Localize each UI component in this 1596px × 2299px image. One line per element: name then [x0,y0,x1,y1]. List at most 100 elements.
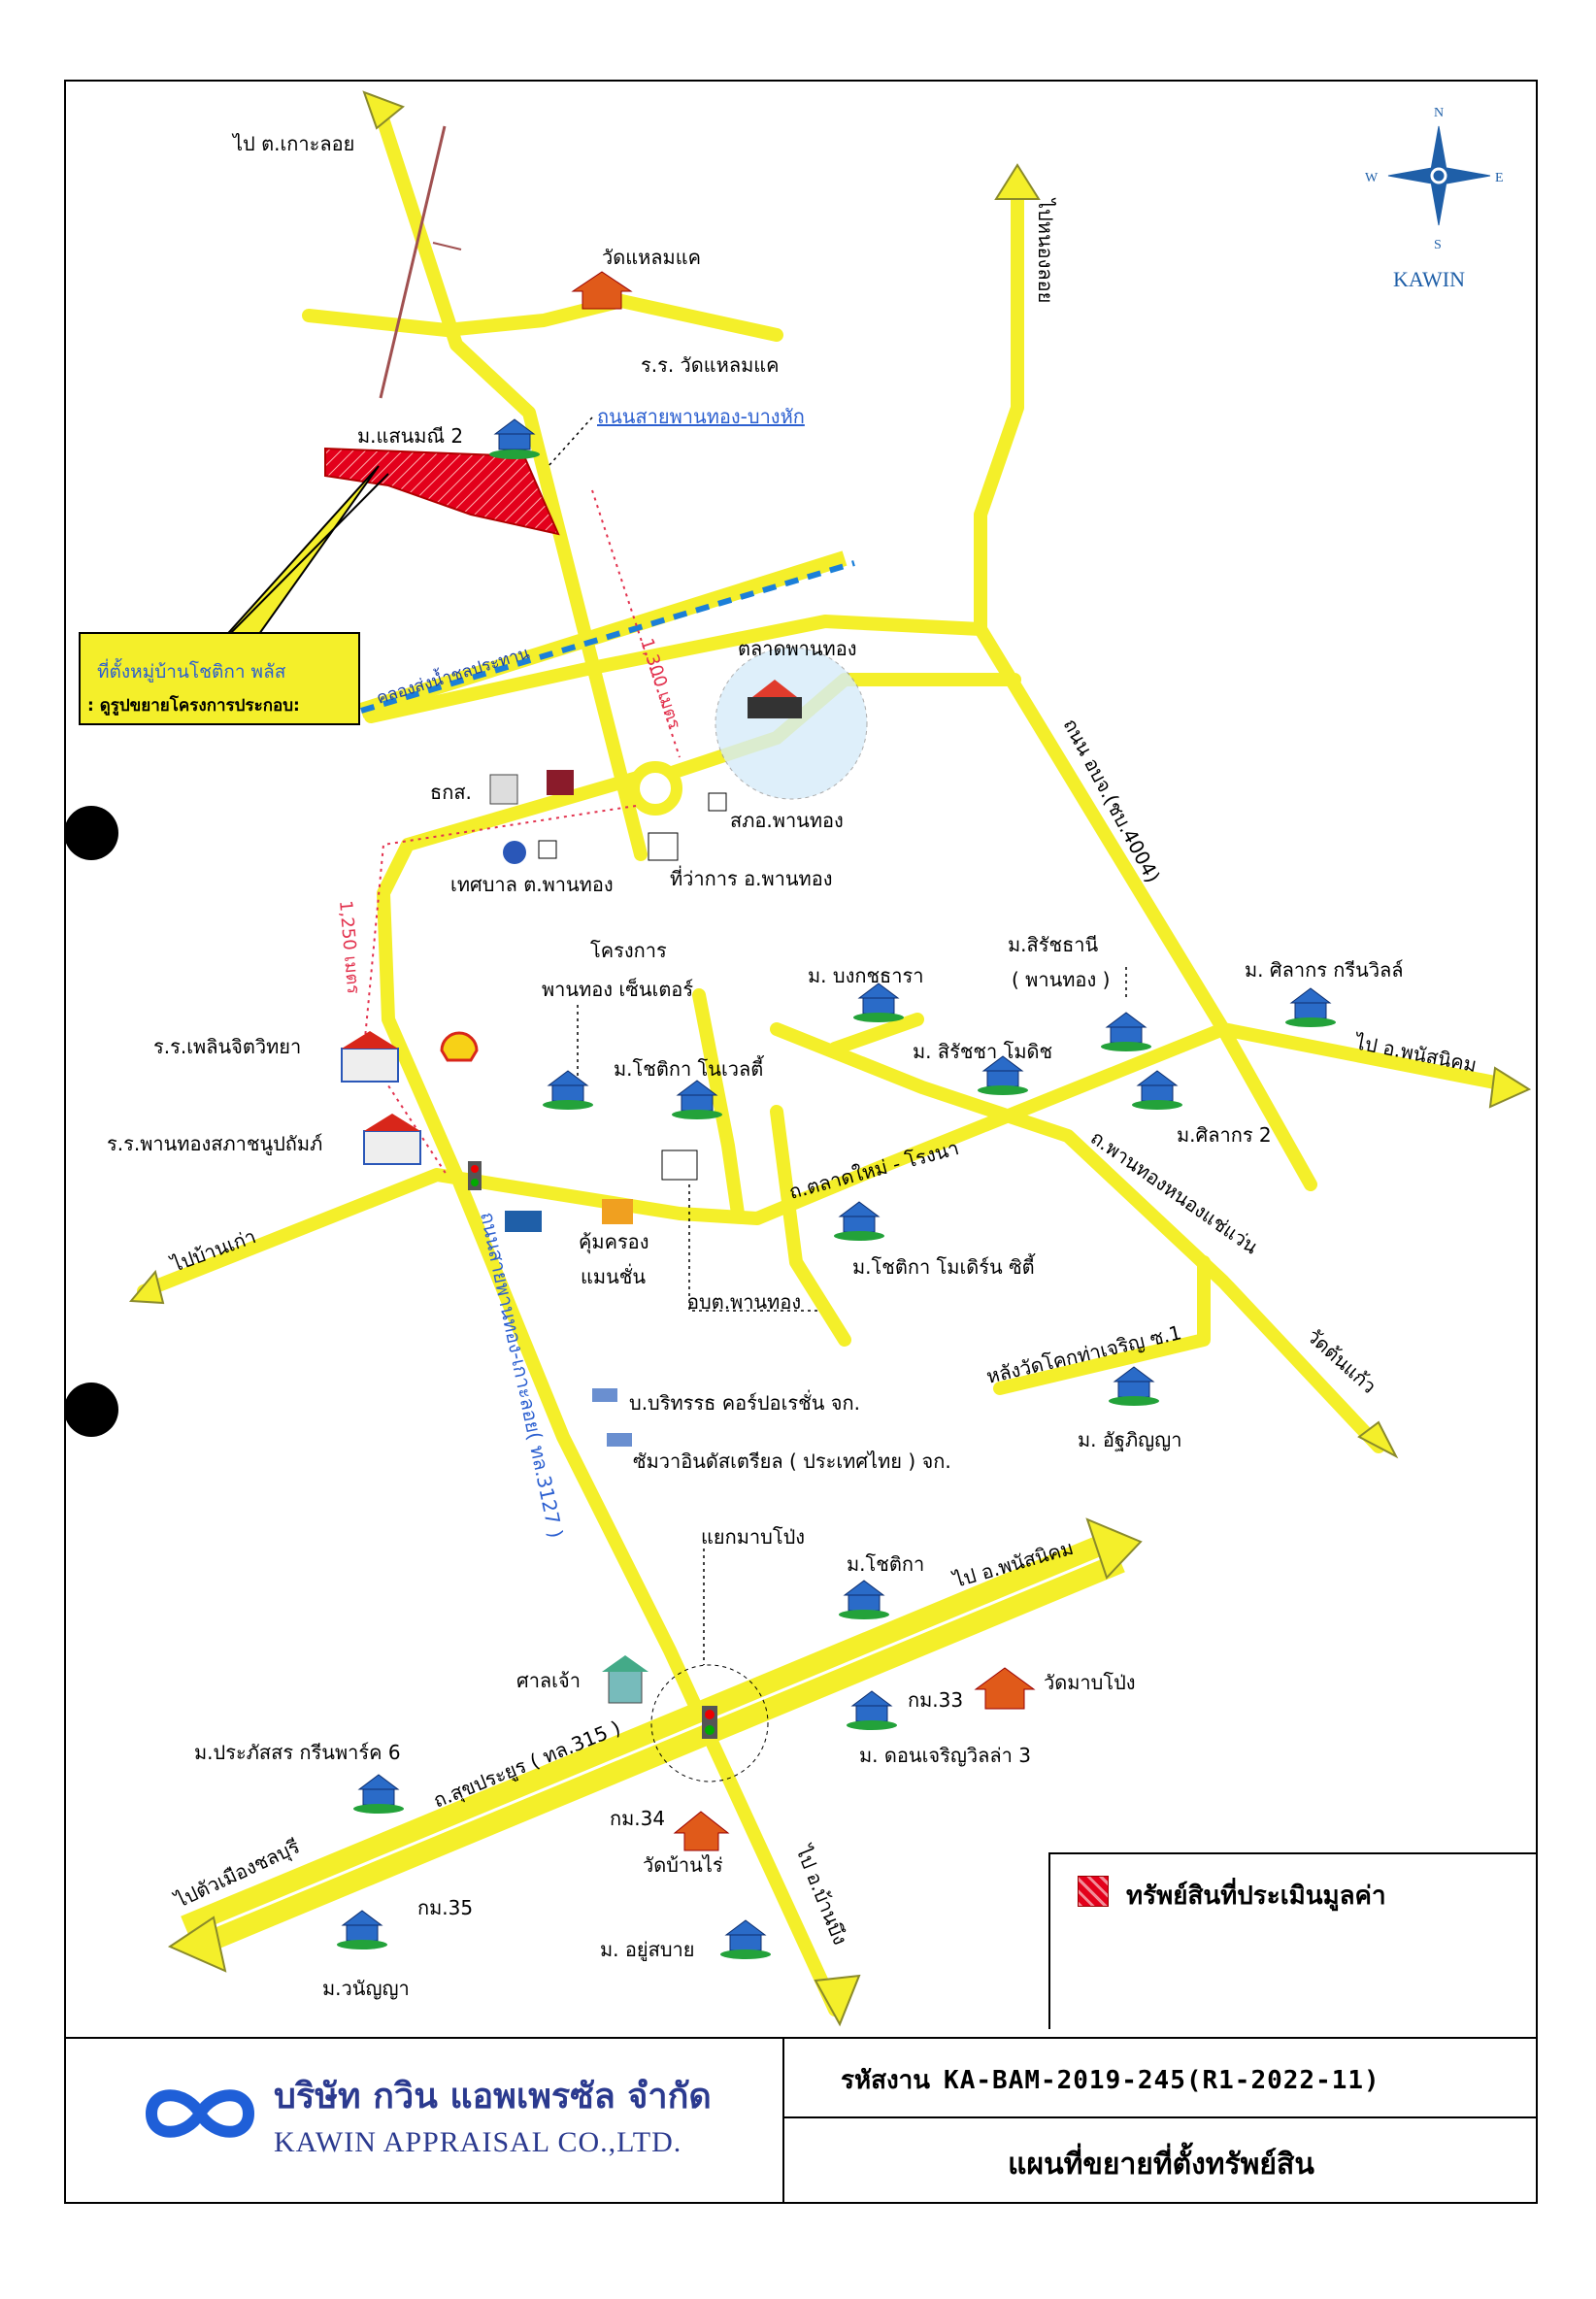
callout-line1: ที่ตั้งหมู่บ้านโชติกา พลัส [97,658,286,683]
label-shrine: ศาลเจ้า [516,1669,581,1692]
compass-n: N [1434,106,1444,120]
legend: ทรัพย์สินที่ประเมินมูลค่า [1048,1852,1536,2029]
label-distance-1250: 1,250 เมตร [335,900,363,995]
compass-e: E [1495,171,1504,185]
compass-s: S [1434,238,1442,252]
punch-hole [64,806,118,860]
arrow-to-ban-kao [128,1269,165,1305]
junction-circle [650,1664,769,1783]
road-to-lamlong [974,173,1024,636]
road-talad-mai-1 [770,1022,1385,1453]
traffic-light-icon [468,1161,482,1190]
label-moo-silakorn-2: ม.ศิลากร 2 [1177,1123,1272,1147]
label-wat-laem-kae: วัดแหลมแค [602,246,701,269]
building-icon [489,774,518,805]
temple-icon [571,271,633,310]
company-name-en: KAWIN APPRAISAL CO.,LTD. [274,2126,682,2158]
house-icon [357,1774,400,1806]
callout-box [79,632,360,725]
doc-title-cell: แผนที่ขยายที่ตั้งทรัพย์สิน [784,2118,1538,2204]
office-icon [648,832,679,861]
mansion-icon [602,1199,633,1224]
market-icon [748,680,802,718]
label-company-1: บ.บริทรรธ คอร์ปอเรชั่น จก. [629,1389,860,1415]
label-road-phanthong-banghak: ถนนสายพานทอง-บางหัก [597,405,805,428]
highway-315 [181,1530,1125,1958]
house-icon [838,1201,881,1233]
house-icon [724,1919,767,1951]
market-zone [715,647,868,800]
house-icon [676,1080,718,1112]
job-code-cell: รหัสงาน KA-BAM-2019-245(R1-2022-11) [784,2039,1538,2118]
label-km34: กม.34 [610,1807,665,1830]
road-western-curve [377,770,648,1182]
label-junction-maboplong: แยกมาบโป่ง [701,1525,805,1549]
traffic-light-icon [702,1706,717,1739]
label-moo-chotika: ม.โชติกา [847,1552,924,1576]
label-moo-wanyada: ม.วนัญญา [322,1977,410,2000]
punch-hole [64,1383,118,1437]
label-to-lamlong: ไปหนองลอย [1034,197,1057,303]
label-municipality: เทศบาล ต.พานทอง [450,873,614,896]
roundabout [628,761,682,816]
label-moo-prapatsorn: ม.ประภัสสร กรีนพาร์ค 6 [194,1741,401,1764]
municipality-icon [503,840,557,864]
doc-title: แผนที่ขยายที่ตั้งทรัพย์สิน [1008,2148,1314,2182]
label-company-2: ซัมวาอินดัสเตรียล ( ประเทศไทย ) จก. [633,1449,951,1473]
temple-icon [673,1811,730,1851]
arrow-to-lamlong [994,163,1041,200]
road-talad-mai-2 [770,1105,851,1347]
label-moo-chotika-modern: ม.โชติกา โมเดิร์น ซิตี้ [852,1253,1036,1279]
road-3127 [449,1168,842,2016]
house-icon [1136,1070,1179,1102]
house-icon [1289,987,1332,1019]
house-icon [1105,1012,1147,1044]
arrow-to-phanat [1488,1066,1532,1109]
label-market: ตลาดพานทอง [738,637,857,660]
job-code-label: รหัสงาน [841,2066,931,2095]
job-code-value: KA-BAM-2019-245(R1-2022-11) [944,2066,1380,2095]
house-icon [547,1070,589,1102]
label-baac: ธกส. [430,781,472,804]
factory-icon [592,1388,632,1447]
label-school-phanthong: ร.ร.พานทองสภาชนูปถัมภ์ [107,1132,322,1156]
legend-swatch [1078,1876,1109,1907]
store-icon [505,1211,542,1232]
distance-line-1250 [362,805,637,1176]
house-icon [341,1910,383,1942]
shell-icon [440,1031,479,1062]
map-frame [64,80,1538,2204]
label-project-center-2: พานทอง เซ็นเตอร์ [542,977,693,1001]
job-code: รหัสงาน KA-BAM-2019-245(R1-2022-11) [841,2060,1380,2100]
school-icon [363,1114,421,1165]
label-moo-sirat-thani-2: ( พานทอง ) [1012,968,1110,991]
school-icon [341,1031,399,1083]
label-wat-ban-rai: วัดบ้านไร่ [643,1853,723,1877]
label-project-center-1: โครงการ [590,939,667,962]
arrow-wat-tonmakaew [1357,1420,1399,1459]
label-obt: อบต.พานทอง [687,1290,801,1314]
road-to-phanat-east [1216,1022,1516,1092]
house-icon [857,983,900,1015]
legend-label: ทรัพย์สินที่ประเมินมูลค่า [1126,1882,1386,1911]
compass-brand: KAWIN [1393,267,1465,291]
label-moo-don-charoen: ม. ดอนเจริญวิลล่า 3 [859,1744,1031,1767]
obt-icon [661,1150,698,1181]
temple-icon [974,1667,1036,1710]
label-moo-bongkot: ม. บงกชธารา [808,964,923,987]
shrine-icon [602,1655,648,1704]
title-block: บริษัท กวิน แอพเพรซัล จำกัด KAWIN APPRAI… [64,2037,1538,2204]
railway [379,125,462,399]
label-km35: กม.35 [417,1896,473,1919]
label-moo-sirat-thani-1: ม.สิรัชธานี [1008,933,1099,956]
label-moo-sirat-modish: ม. สิรัชชา โมดิช [913,1040,1052,1063]
label-khum-khrong-1: คุ้มครอง [579,1230,648,1254]
police-icon [708,792,727,812]
callout-line2: : ดูรูปขยายโครงการประกอบ: [87,695,300,716]
label-district-office: ที่ว่าการ อ.พานทอง [670,865,833,890]
house-icon [493,418,536,450]
label-km33: กม.33 [908,1688,963,1712]
company-block: บริษัท กวิน แอพเพรซัล จำกัด KAWIN APPRAI… [64,2039,784,2204]
label-wat-maboplong: วัดมาบโป่ง [1044,1671,1136,1694]
